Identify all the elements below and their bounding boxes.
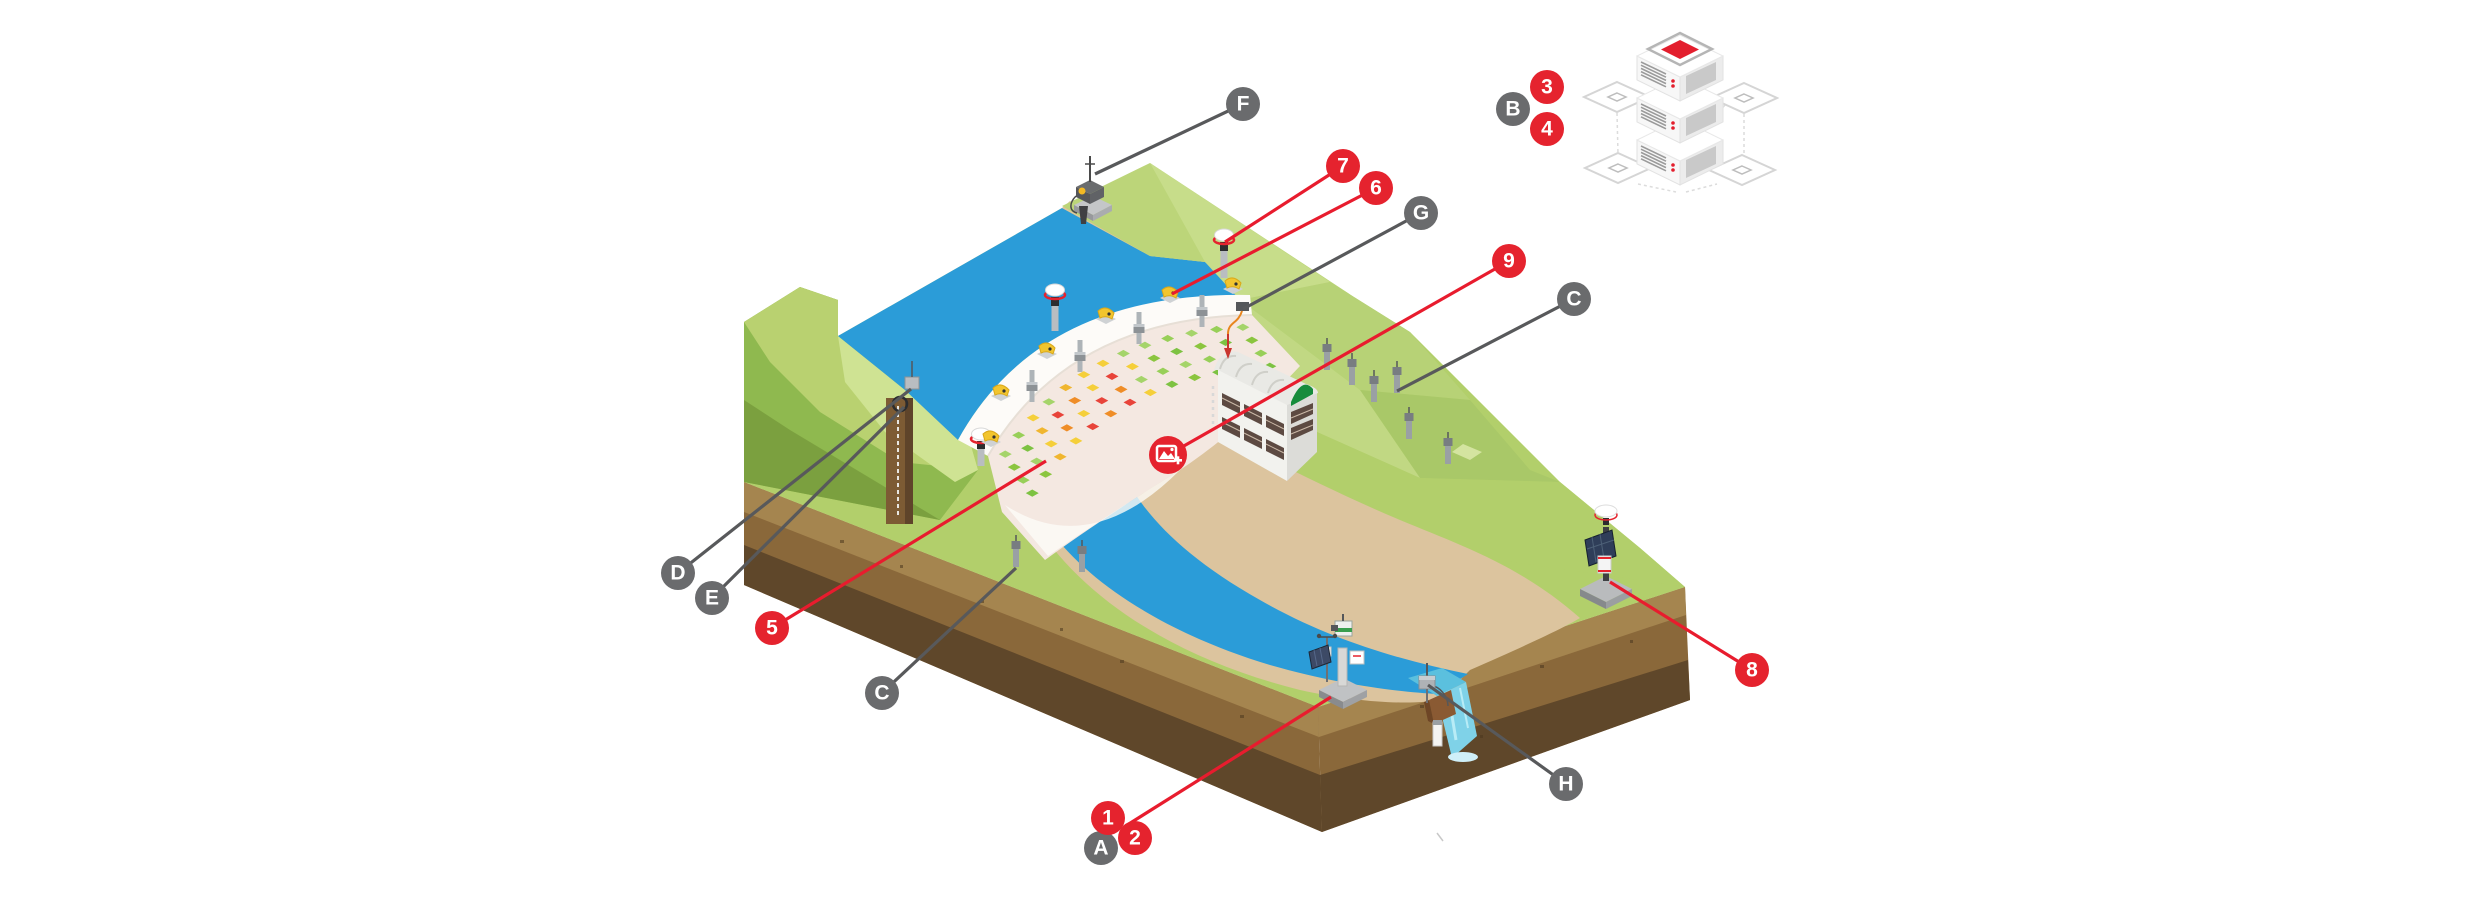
svg-text:A: A (1093, 837, 1108, 860)
weather-total-station (1308, 614, 1367, 709)
svg-text:2: 2 (1129, 827, 1141, 850)
level-sensor-cone (1079, 206, 1088, 224)
svg-text:3: 3 (1541, 76, 1553, 99)
piezometer-post-icon (1443, 432, 1453, 464)
marker-9[interactable]: 9 (1492, 244, 1526, 278)
plumbline-station (1224, 302, 1249, 359)
marker-7[interactable]: 7 (1326, 149, 1360, 183)
dam-displacement-map (998, 323, 1277, 497)
gnss-solar-station (1580, 504, 1632, 609)
tiltmeter-icon (1096, 307, 1116, 324)
leader-line (1224, 164, 1344, 244)
leader-line (771, 459, 1047, 630)
piezometer-post-icon (1404, 407, 1414, 439)
outlet-weir (1408, 663, 1478, 842)
marker-6[interactable]: 6 (1359, 171, 1393, 205)
svg-text:9: 9 (1503, 250, 1515, 273)
survey-post-icon (1196, 295, 1208, 327)
tiltmeter-icon (1037, 342, 1057, 359)
svg-text:C: C (874, 682, 889, 705)
station-sign (1349, 650, 1365, 665)
piezometer-post-icon (1011, 535, 1021, 567)
svg-text:4: 4 (1541, 118, 1553, 141)
powerhouse-green-arch (1291, 384, 1313, 406)
receiver-box (1597, 555, 1612, 574)
marker-h[interactable]: H (1549, 767, 1583, 801)
svg-text:E: E (705, 587, 719, 610)
marker-c[interactable]: C (1557, 282, 1591, 316)
svg-text:7: 7 (1337, 155, 1349, 178)
stilling-well (1432, 721, 1443, 747)
tiltmeter-icon (1160, 286, 1180, 303)
svg-text:D: D (670, 562, 685, 585)
svg-text:B: B (1505, 98, 1520, 121)
leader-line (1396, 297, 1575, 393)
svg-text:H: H (1558, 773, 1573, 796)
tiltmeter-row (981, 277, 1243, 447)
leader-line (1242, 211, 1422, 311)
marker-b[interactable]: B (1496, 92, 1530, 126)
survey-post-icon (1074, 340, 1086, 372)
marker-4[interactable]: 4 (1530, 112, 1564, 146)
piezometer-post-icon (1392, 361, 1402, 393)
terrain (744, 163, 1690, 832)
marker-3[interactable]: 3 (1530, 70, 1564, 104)
piezometer-post-icon (1369, 370, 1379, 402)
crest-survey-posts (1026, 295, 1208, 402)
leader-line (1123, 695, 1332, 829)
svg-text:C: C (1566, 288, 1581, 311)
river-sand (1030, 420, 1580, 703)
soil-strata (744, 482, 1690, 832)
beacon-lamp-icon (1078, 187, 1086, 195)
network-node-icon (1708, 81, 1780, 115)
marker-f[interactable]: F (1226, 87, 1260, 121)
marker-a[interactable]: A (1084, 831, 1118, 865)
leader-line (1609, 580, 1753, 672)
photo-icon[interactable] (1149, 436, 1187, 474)
piezometer-post-icon (1322, 338, 1332, 370)
marker-g[interactable]: G (1404, 196, 1438, 230)
piezometer-posts (1011, 338, 1453, 572)
svg-text:6: 6 (1370, 177, 1382, 200)
survey-post-icon (1026, 370, 1038, 402)
marker-1[interactable]: 1 (1091, 801, 1125, 835)
leader-line (880, 566, 1018, 695)
svg-text:F: F (1237, 93, 1250, 116)
marker-e[interactable]: E (695, 581, 729, 615)
marker-d[interactable]: D (661, 556, 695, 590)
piezometer-post-icon (1077, 540, 1087, 572)
svg-text:1: 1 (1102, 807, 1114, 830)
marker-5[interactable]: 5 (755, 611, 789, 645)
server-unit-icon (1635, 34, 1725, 102)
leader-line (1171, 186, 1377, 296)
network-node-icon (1581, 80, 1653, 114)
svg-text:8: 8 (1746, 659, 1758, 682)
marker-2[interactable]: 2 (1118, 821, 1152, 855)
tiltmeter-icon (1223, 277, 1243, 294)
tiltmeter-icon (991, 384, 1011, 401)
leader-line (1427, 683, 1567, 786)
leader-line (710, 405, 906, 600)
leader-line (1094, 102, 1244, 176)
server-network-diagram (1581, 31, 1780, 193)
server-stack-icon (1635, 31, 1725, 186)
tiltmeter-icon (981, 430, 1001, 447)
marker-c[interactable]: C (865, 676, 899, 710)
svg-text:G: G (1413, 202, 1429, 225)
logger-box (904, 376, 920, 390)
gnss-antenna (1043, 283, 1067, 331)
registration-mark (1436, 832, 1444, 842)
reservoir-level-station (1070, 156, 1112, 224)
callout-markers: A C C DE F G H B 12 3 4 5 67 8 9 (661, 70, 1769, 865)
survey-post-icon (1133, 312, 1145, 344)
svg-text:5: 5 (766, 617, 778, 640)
leader-line (677, 387, 912, 575)
river-water (1050, 470, 1468, 694)
leader-line (1167, 259, 1510, 457)
reservoir-water (838, 208, 1250, 440)
piezometer-post-icon (1347, 353, 1357, 385)
leader-lines (677, 102, 1753, 829)
marker-8[interactable]: 8 (1735, 653, 1769, 687)
